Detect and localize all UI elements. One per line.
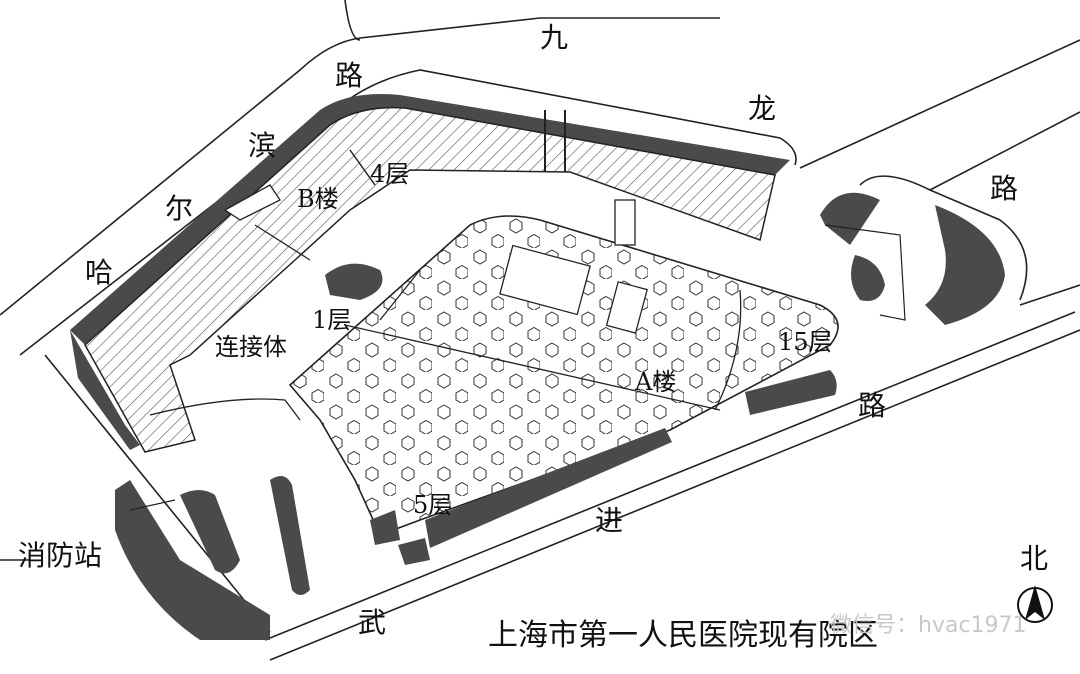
a-building-floors: 15层: [778, 328, 833, 356]
road-label-wujin: 武 进 路: [358, 389, 886, 639]
watermark: 微信号：hvac1971: [830, 613, 1027, 638]
road-label-jiulong: 九 龙 路: [540, 21, 1018, 205]
north-label: 北: [1020, 542, 1048, 575]
fire-station-label: 消防站: [18, 539, 102, 572]
road-wujin-char-1: 武: [358, 606, 386, 639]
connector-label: 连接体: [215, 333, 287, 361]
b-building-floors: 4层: [370, 160, 409, 188]
road-wujin-char-2: 进: [595, 504, 623, 537]
a-building-walls: [370, 370, 837, 565]
southwest-features: [115, 263, 383, 640]
a-building-footprint: [288, 199, 839, 537]
road-harbin-char-2: 尔: [165, 192, 193, 225]
road-harbin-char-3: 滨: [248, 129, 276, 162]
north-arrow-icon: [1025, 585, 1045, 620]
b-building-label: B楼: [297, 185, 339, 213]
road-label-harbin: 哈 尔 滨 路: [85, 59, 363, 289]
east-building: [820, 192, 1005, 325]
road-jiulong-char-1: 九: [540, 21, 568, 54]
road-harbin-char-1: 哈: [85, 256, 113, 289]
b-building-hatched: [84, 106, 776, 453]
road-jiulong-char-2: 龙: [748, 92, 776, 125]
a-podium-floors: 5层: [413, 491, 452, 519]
road-harbin-char-4: 路: [335, 59, 363, 92]
b-building-walls: [70, 94, 790, 450]
connector-floors: 1层: [312, 306, 351, 334]
a-building-label: A楼: [634, 368, 676, 396]
road-wujin-char-3: 路: [858, 389, 886, 422]
map-caption: 上海市第一人民医院现有院区: [488, 618, 878, 653]
north-arrow: 北: [1017, 542, 1053, 623]
road-jiulong-char-3: 路: [990, 172, 1018, 205]
